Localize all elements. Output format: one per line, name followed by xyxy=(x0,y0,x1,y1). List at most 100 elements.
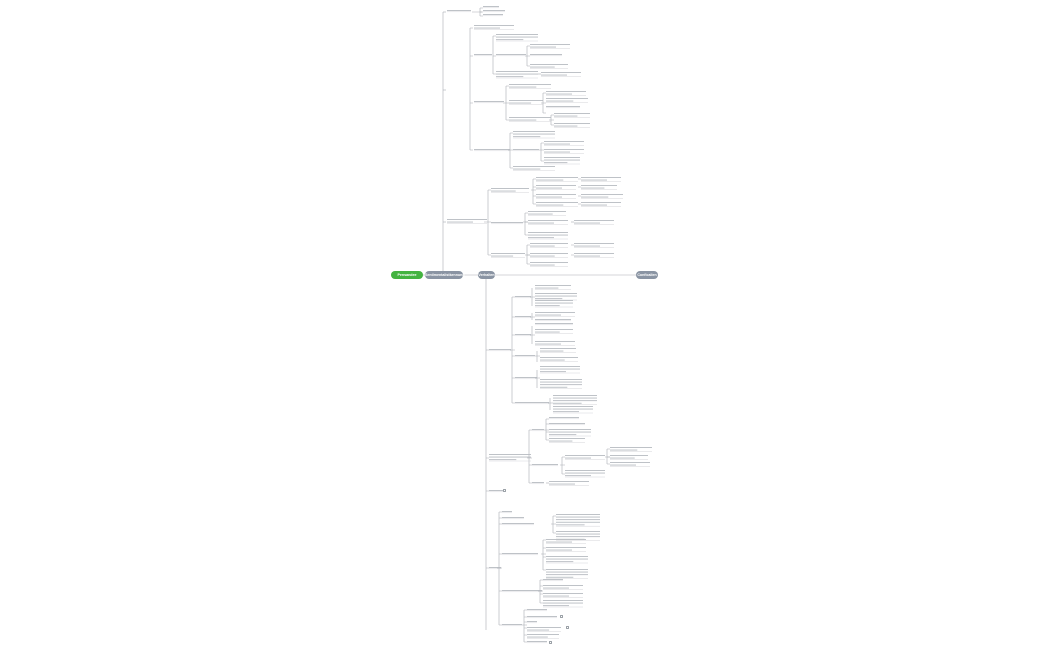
leaf-node-text[interactable] xyxy=(527,629,550,631)
leaf-node-text[interactable] xyxy=(536,179,564,181)
branch-node-conficalien[interactable]: Conficalien xyxy=(636,271,658,279)
branch-node-verhalten[interactable]: Verhalten xyxy=(478,271,495,279)
leaf-node-text[interactable] xyxy=(527,616,557,617)
leaf-node-text[interactable] xyxy=(544,157,580,158)
leaf-node-text[interactable] xyxy=(574,245,600,247)
leaf-node-text[interactable] xyxy=(489,490,503,491)
leaf-node-text[interactable] xyxy=(535,285,571,286)
leaf-node-text[interactable] xyxy=(540,379,582,380)
leaf-node-text[interactable] xyxy=(540,386,568,388)
leaf-node-text[interactable] xyxy=(528,220,568,221)
leaf-node-text[interactable] xyxy=(549,417,579,418)
leaf-node-text[interactable] xyxy=(483,14,503,15)
note-icon[interactable] xyxy=(560,615,563,618)
leaf-node-text[interactable] xyxy=(546,556,588,557)
leaf-node-text[interactable] xyxy=(515,296,531,297)
leaf-node-text[interactable] xyxy=(536,187,562,189)
leaf-node-text[interactable] xyxy=(528,213,553,215)
leaf-node-text[interactable] xyxy=(554,123,590,124)
leaf-node-text[interactable] xyxy=(513,136,541,138)
leaf-node-text[interactable] xyxy=(565,472,605,474)
leaf-node-text[interactable] xyxy=(513,168,541,170)
note-icon[interactable] xyxy=(566,626,569,629)
leaf-node-text[interactable] xyxy=(528,234,568,236)
leaf-node-text[interactable] xyxy=(546,93,572,95)
leaf-node-text[interactable] xyxy=(546,100,574,102)
leaf-node-text[interactable] xyxy=(556,514,600,515)
leaf-node-text[interactable] xyxy=(513,149,539,150)
leaf-node-text[interactable] xyxy=(540,384,582,386)
branch-node-sentimentalistkennung[interactable]: Sentimentalistkennung xyxy=(425,271,465,279)
leaf-node-text[interactable] xyxy=(556,521,600,523)
leaf-node-text[interactable] xyxy=(556,516,600,518)
leaf-node-text[interactable] xyxy=(502,624,522,625)
leaf-node-text[interactable] xyxy=(554,115,578,117)
leaf-node-text[interactable] xyxy=(535,302,573,304)
leaf-node-text[interactable] xyxy=(540,381,582,383)
leaf-node-text[interactable] xyxy=(565,470,605,471)
leaf-node-text[interactable] xyxy=(530,255,555,257)
leaf-node-text[interactable] xyxy=(496,73,538,75)
leaf-node-text[interactable] xyxy=(536,202,578,203)
leaf-node-text[interactable] xyxy=(535,300,573,301)
leaf-node-text[interactable] xyxy=(509,119,537,121)
leaf-node-text[interactable] xyxy=(535,312,575,313)
leaf-node-text[interactable] xyxy=(543,585,583,586)
leaf-node-text[interactable] xyxy=(528,237,554,239)
leaf-node-text[interactable] xyxy=(540,371,566,373)
leaf-node-text[interactable] xyxy=(513,131,555,132)
leaf-node-text[interactable] xyxy=(549,434,577,436)
leaf-node-text[interactable] xyxy=(546,576,574,578)
leaf-node-text[interactable] xyxy=(541,74,567,76)
leaf-node-text[interactable] xyxy=(549,438,585,439)
leaf-node-text[interactable] xyxy=(513,133,555,135)
leaf-node-text[interactable] xyxy=(540,368,580,370)
leaf-node-text[interactable] xyxy=(483,10,505,11)
leaf-node-text[interactable] xyxy=(535,293,577,294)
leaf-node-text[interactable] xyxy=(546,106,580,107)
leaf-node-text[interactable] xyxy=(581,185,617,186)
leaf-node-text[interactable] xyxy=(491,188,529,189)
leaf-node-text[interactable] xyxy=(581,187,605,189)
leaf-node-text[interactable] xyxy=(530,253,568,254)
leaf-node-text[interactable] xyxy=(496,39,524,41)
leaf-node-text[interactable] xyxy=(528,211,566,212)
root-node[interactable]: Pensandee xyxy=(391,271,423,279)
leaf-node-text[interactable] xyxy=(530,64,568,65)
leaf-node-text[interactable] xyxy=(535,287,559,289)
leaf-node-text[interactable] xyxy=(527,621,537,622)
leaf-node-text[interactable] xyxy=(530,245,555,247)
leaf-node-text[interactable] xyxy=(530,44,570,45)
leaf-node-text[interactable] xyxy=(535,343,561,345)
leaf-node-text[interactable] xyxy=(528,232,568,233)
leaf-node-text[interactable] xyxy=(549,429,591,430)
leaf-node-text[interactable] xyxy=(532,482,544,483)
leaf-node-text[interactable] xyxy=(527,636,548,638)
leaf-node-text[interactable] xyxy=(447,221,473,223)
leaf-node-text[interactable] xyxy=(544,151,570,153)
leaf-node-text[interactable] xyxy=(549,483,575,485)
leaf-node-text[interactable] xyxy=(581,204,607,206)
note-icon[interactable] xyxy=(549,641,552,644)
leaf-node-text[interactable] xyxy=(447,219,487,220)
leaf-node-text[interactable] xyxy=(535,341,575,342)
leaf-node-text[interactable] xyxy=(530,243,568,244)
leaf-node-text[interactable] xyxy=(546,98,588,99)
leaf-node-text[interactable] xyxy=(549,431,591,433)
leaf-node-text[interactable] xyxy=(540,348,576,349)
leaf-node-text[interactable] xyxy=(565,475,591,477)
leaf-node-text[interactable] xyxy=(581,179,607,181)
leaf-node-text[interactable] xyxy=(554,125,578,127)
leaf-node-text[interactable] xyxy=(546,574,588,576)
leaf-node-text[interactable] xyxy=(509,117,551,118)
leaf-node-text[interactable] xyxy=(515,316,531,317)
leaf-node-text[interactable] xyxy=(515,377,537,378)
leaf-node-text[interactable] xyxy=(515,402,549,403)
leaf-node-text[interactable] xyxy=(530,262,568,263)
leaf-node-text[interactable] xyxy=(546,571,588,573)
leaf-node-text[interactable] xyxy=(556,533,600,535)
leaf-node-text[interactable] xyxy=(553,395,597,396)
leaf-node-text[interactable] xyxy=(527,609,547,610)
leaf-node-text[interactable] xyxy=(546,558,588,560)
leaf-node-text[interactable] xyxy=(530,46,556,48)
